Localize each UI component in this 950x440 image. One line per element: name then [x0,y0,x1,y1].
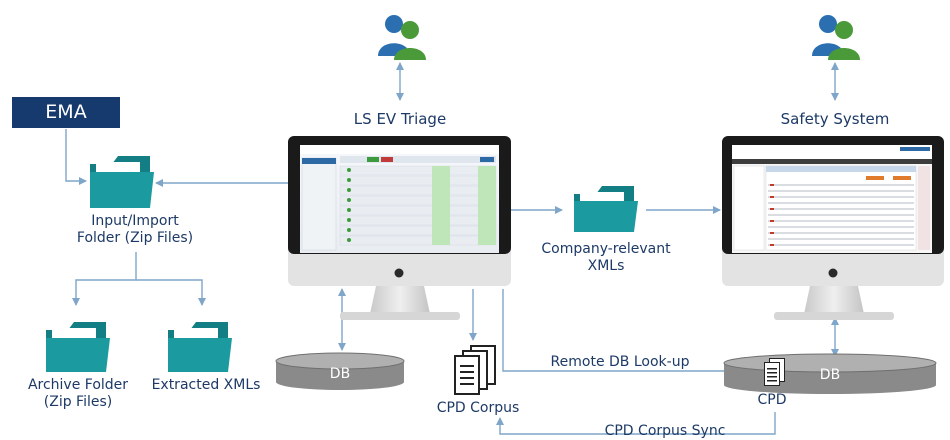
db-right-label: DB [819,367,841,383]
users-icon-right [812,15,860,60]
edge-ema-input [65,129,87,185]
monitor-left [288,136,511,320]
db-cylinder-left [275,352,405,390]
archive-folder-label: Archive Folder (Zip Files) [27,377,129,410]
users-icon-left [378,15,426,60]
document-stack-icon [454,345,496,395]
edge-input-extracted [136,279,206,306]
connectors [65,62,839,435]
folder-icon-archive [46,322,110,372]
input-folder-label: Input/Import Folder (Zip Files) [76,213,194,246]
remote-db-lookup-label: Remote DB Look-up [550,354,690,370]
folder-icon-input [90,156,154,208]
cpd-corpus-label: CPD Corpus [436,400,520,416]
db-left-label: DB [329,366,351,382]
company-xmls-label: Company-relevant XMLs [541,241,671,274]
monitor-right [722,136,944,320]
folder-icon-extracted [168,322,232,372]
edge-corpus-sync [496,412,776,435]
cpd-label: CPD [757,392,787,408]
ema-box: EMA [12,97,120,128]
ls-ev-triage-label: LS EV Triage [353,110,447,128]
edge-remote-lookup [502,289,732,375]
document-icon-cpd [764,358,785,386]
edge-input-split [72,252,137,306]
folder-icon-company [574,186,638,232]
safety-system-label: Safety System [780,110,890,128]
extracted-xmls-label: Extracted XMLs [151,377,261,393]
cpd-corpus-sync-label: CPD Corpus Sync [604,423,726,439]
